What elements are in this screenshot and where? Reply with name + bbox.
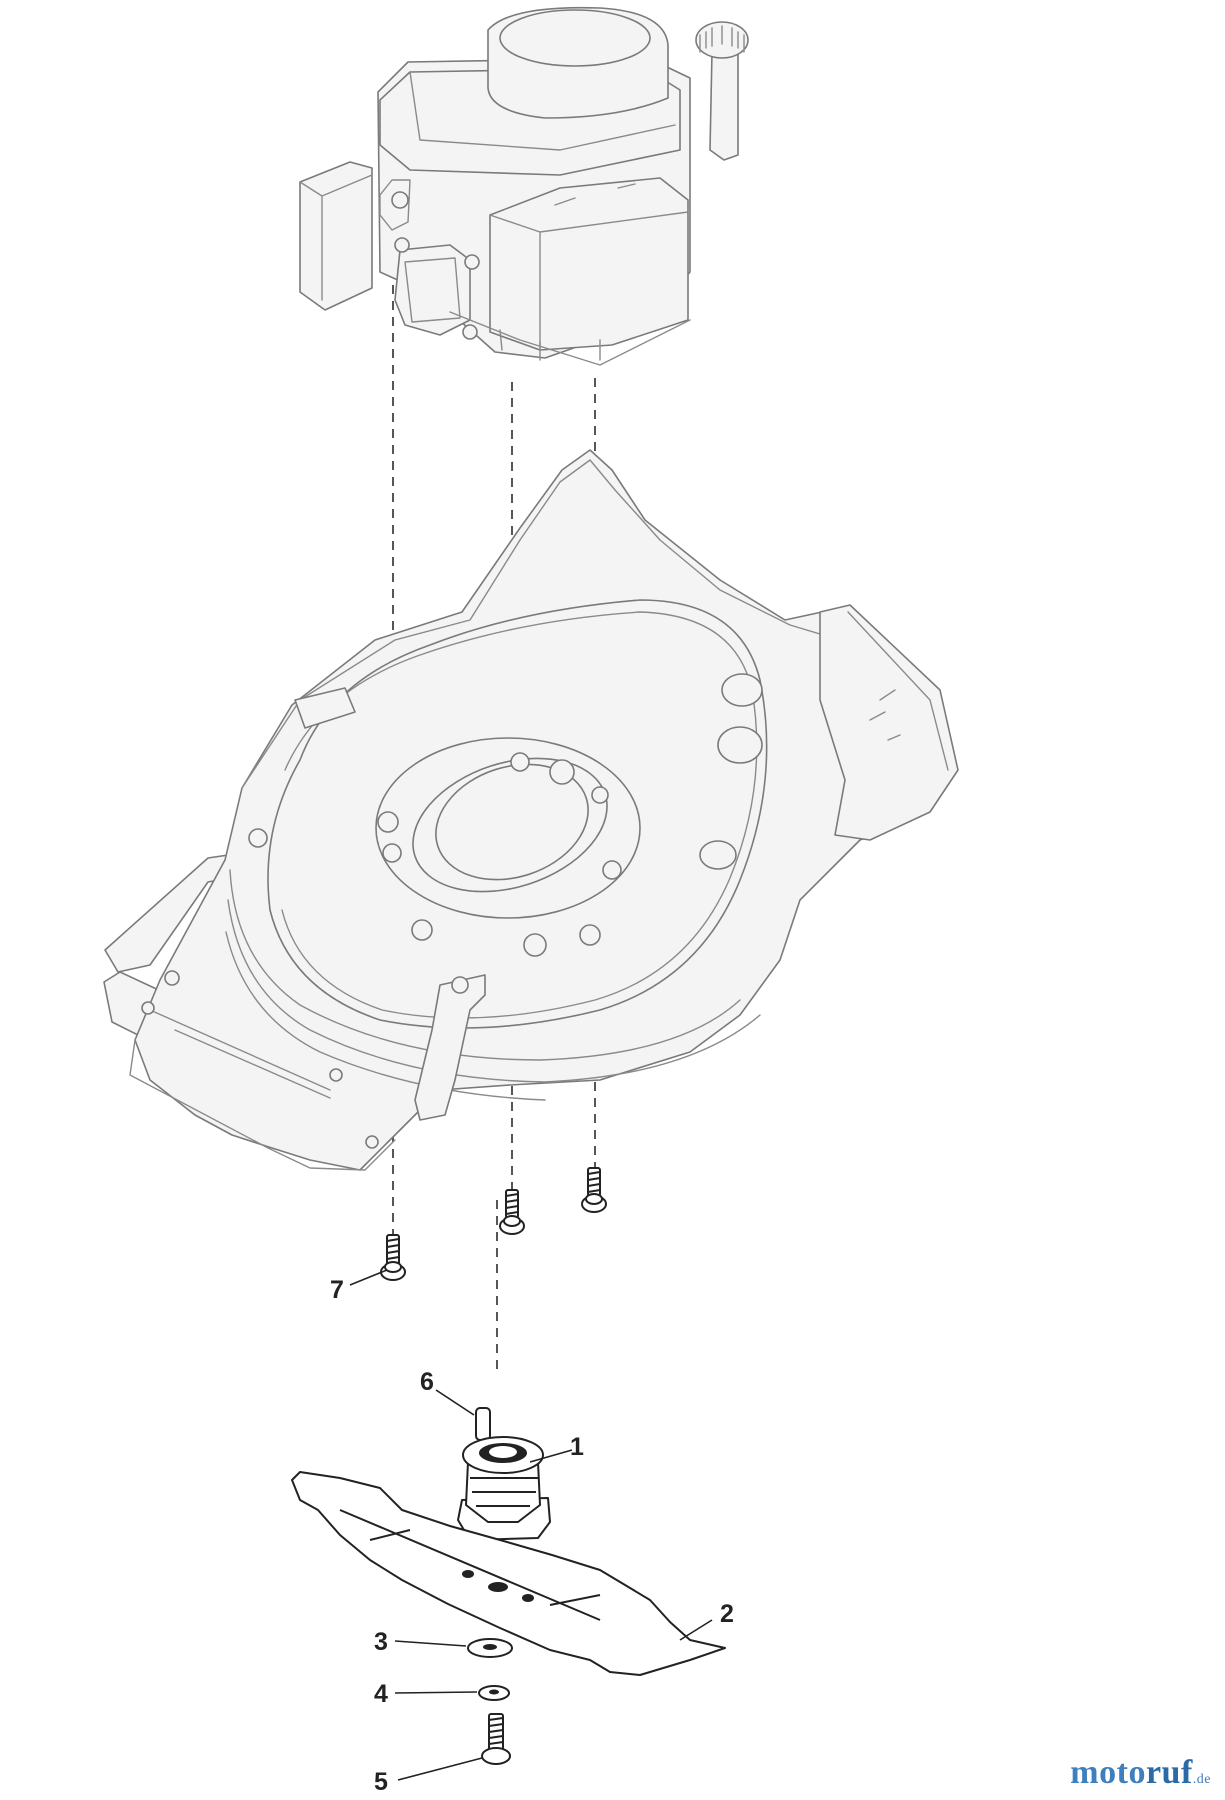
callout-3: 3 (374, 1628, 388, 1656)
callout-4: 4 (374, 1680, 388, 1708)
deck-bolt-middle (499, 1189, 525, 1235)
watermark-brand-b: ruf (1145, 1754, 1193, 1791)
blade-washer (467, 1638, 513, 1658)
callout-6: 6 (420, 1368, 434, 1396)
blade-adapter (457, 1436, 551, 1541)
blade-bolt (481, 1713, 511, 1765)
callout-2: 2 (720, 1600, 734, 1628)
watermark-brand-a: moto (1070, 1754, 1146, 1791)
callout-leaders (349, 1269, 713, 1781)
watermark-tld: .de (1192, 1772, 1211, 1787)
engine-illustration (299, 6, 749, 366)
deck-bolt-left (380, 1234, 406, 1281)
motoruf-watermark-logo: motoruf.de (1070, 1754, 1211, 1792)
deck-bolt-right (581, 1167, 607, 1213)
spring-washer (478, 1685, 510, 1701)
woodruff-key (475, 1407, 491, 1441)
callout-7: 7 (330, 1276, 344, 1304)
mower-blade (291, 1471, 726, 1676)
mower-deck-illustration (103, 449, 959, 1171)
callout-5: 5 (374, 1768, 388, 1796)
callout-1: 1 (570, 1433, 584, 1461)
